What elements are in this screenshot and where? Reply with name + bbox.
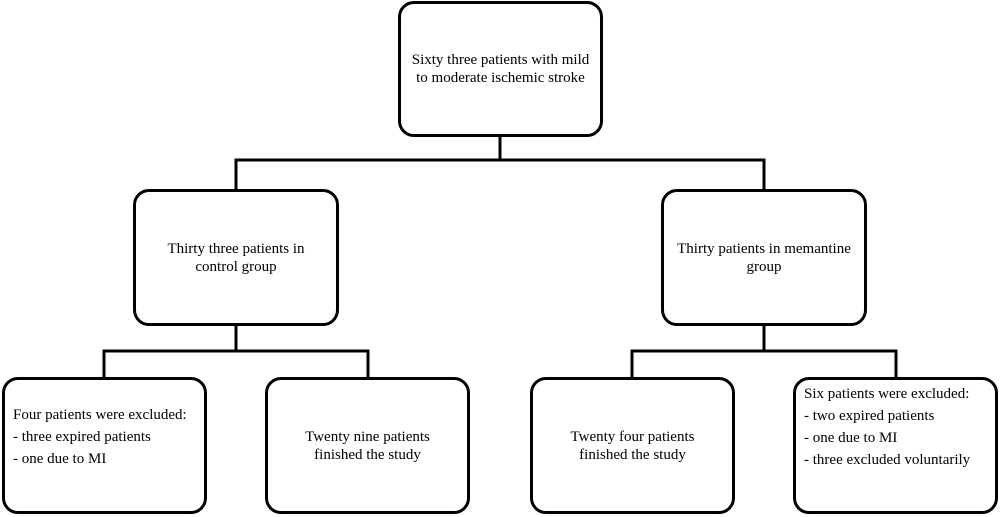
- control-excluded-item: - three expired patients: [13, 429, 151, 445]
- control-excluded-item: - one due to MI: [13, 451, 107, 467]
- root-node: Sixty three patients with mild to modera…: [398, 1, 603, 137]
- control-excluded-heading: Four patients were excluded:: [13, 407, 187, 423]
- root-node-text: Sixty three patients with mild to modera…: [411, 52, 590, 86]
- control-group-node: Thirty three patients in control group: [133, 189, 339, 326]
- control-excluded-list: - three expired patients - one due to MI: [13, 428, 196, 468]
- memantine-excluded-node: Six patients were excluded: - two expire…: [793, 377, 998, 514]
- memantine-group-text: Thirty patients in memantine group: [677, 240, 851, 275]
- control-finished-node: Twenty nine patients finished the study: [265, 377, 470, 514]
- memantine-finished-node: Twenty four patients finished the study: [530, 377, 735, 514]
- memantine-excluded-item: - one due to MI: [804, 430, 898, 446]
- memantine-excluded-item: - two expired patients: [804, 408, 935, 424]
- memantine-excluded-item: - three excluded voluntarily: [804, 452, 971, 468]
- memantine-finished-text: Twenty four patients finished the study: [570, 428, 695, 463]
- memantine-excluded-heading: Six patients were excluded:: [804, 386, 970, 402]
- memantine-excluded-list: - two expired patients - one due to MI -…: [804, 407, 987, 469]
- memantine-group-node: Thirty patients in memantine group: [661, 189, 867, 326]
- control-group-text: Thirty three patients in control group: [167, 240, 305, 275]
- control-excluded-node: Four patients were excluded: - three exp…: [2, 377, 207, 514]
- control-finished-text: Twenty nine patients finished the study: [305, 428, 430, 463]
